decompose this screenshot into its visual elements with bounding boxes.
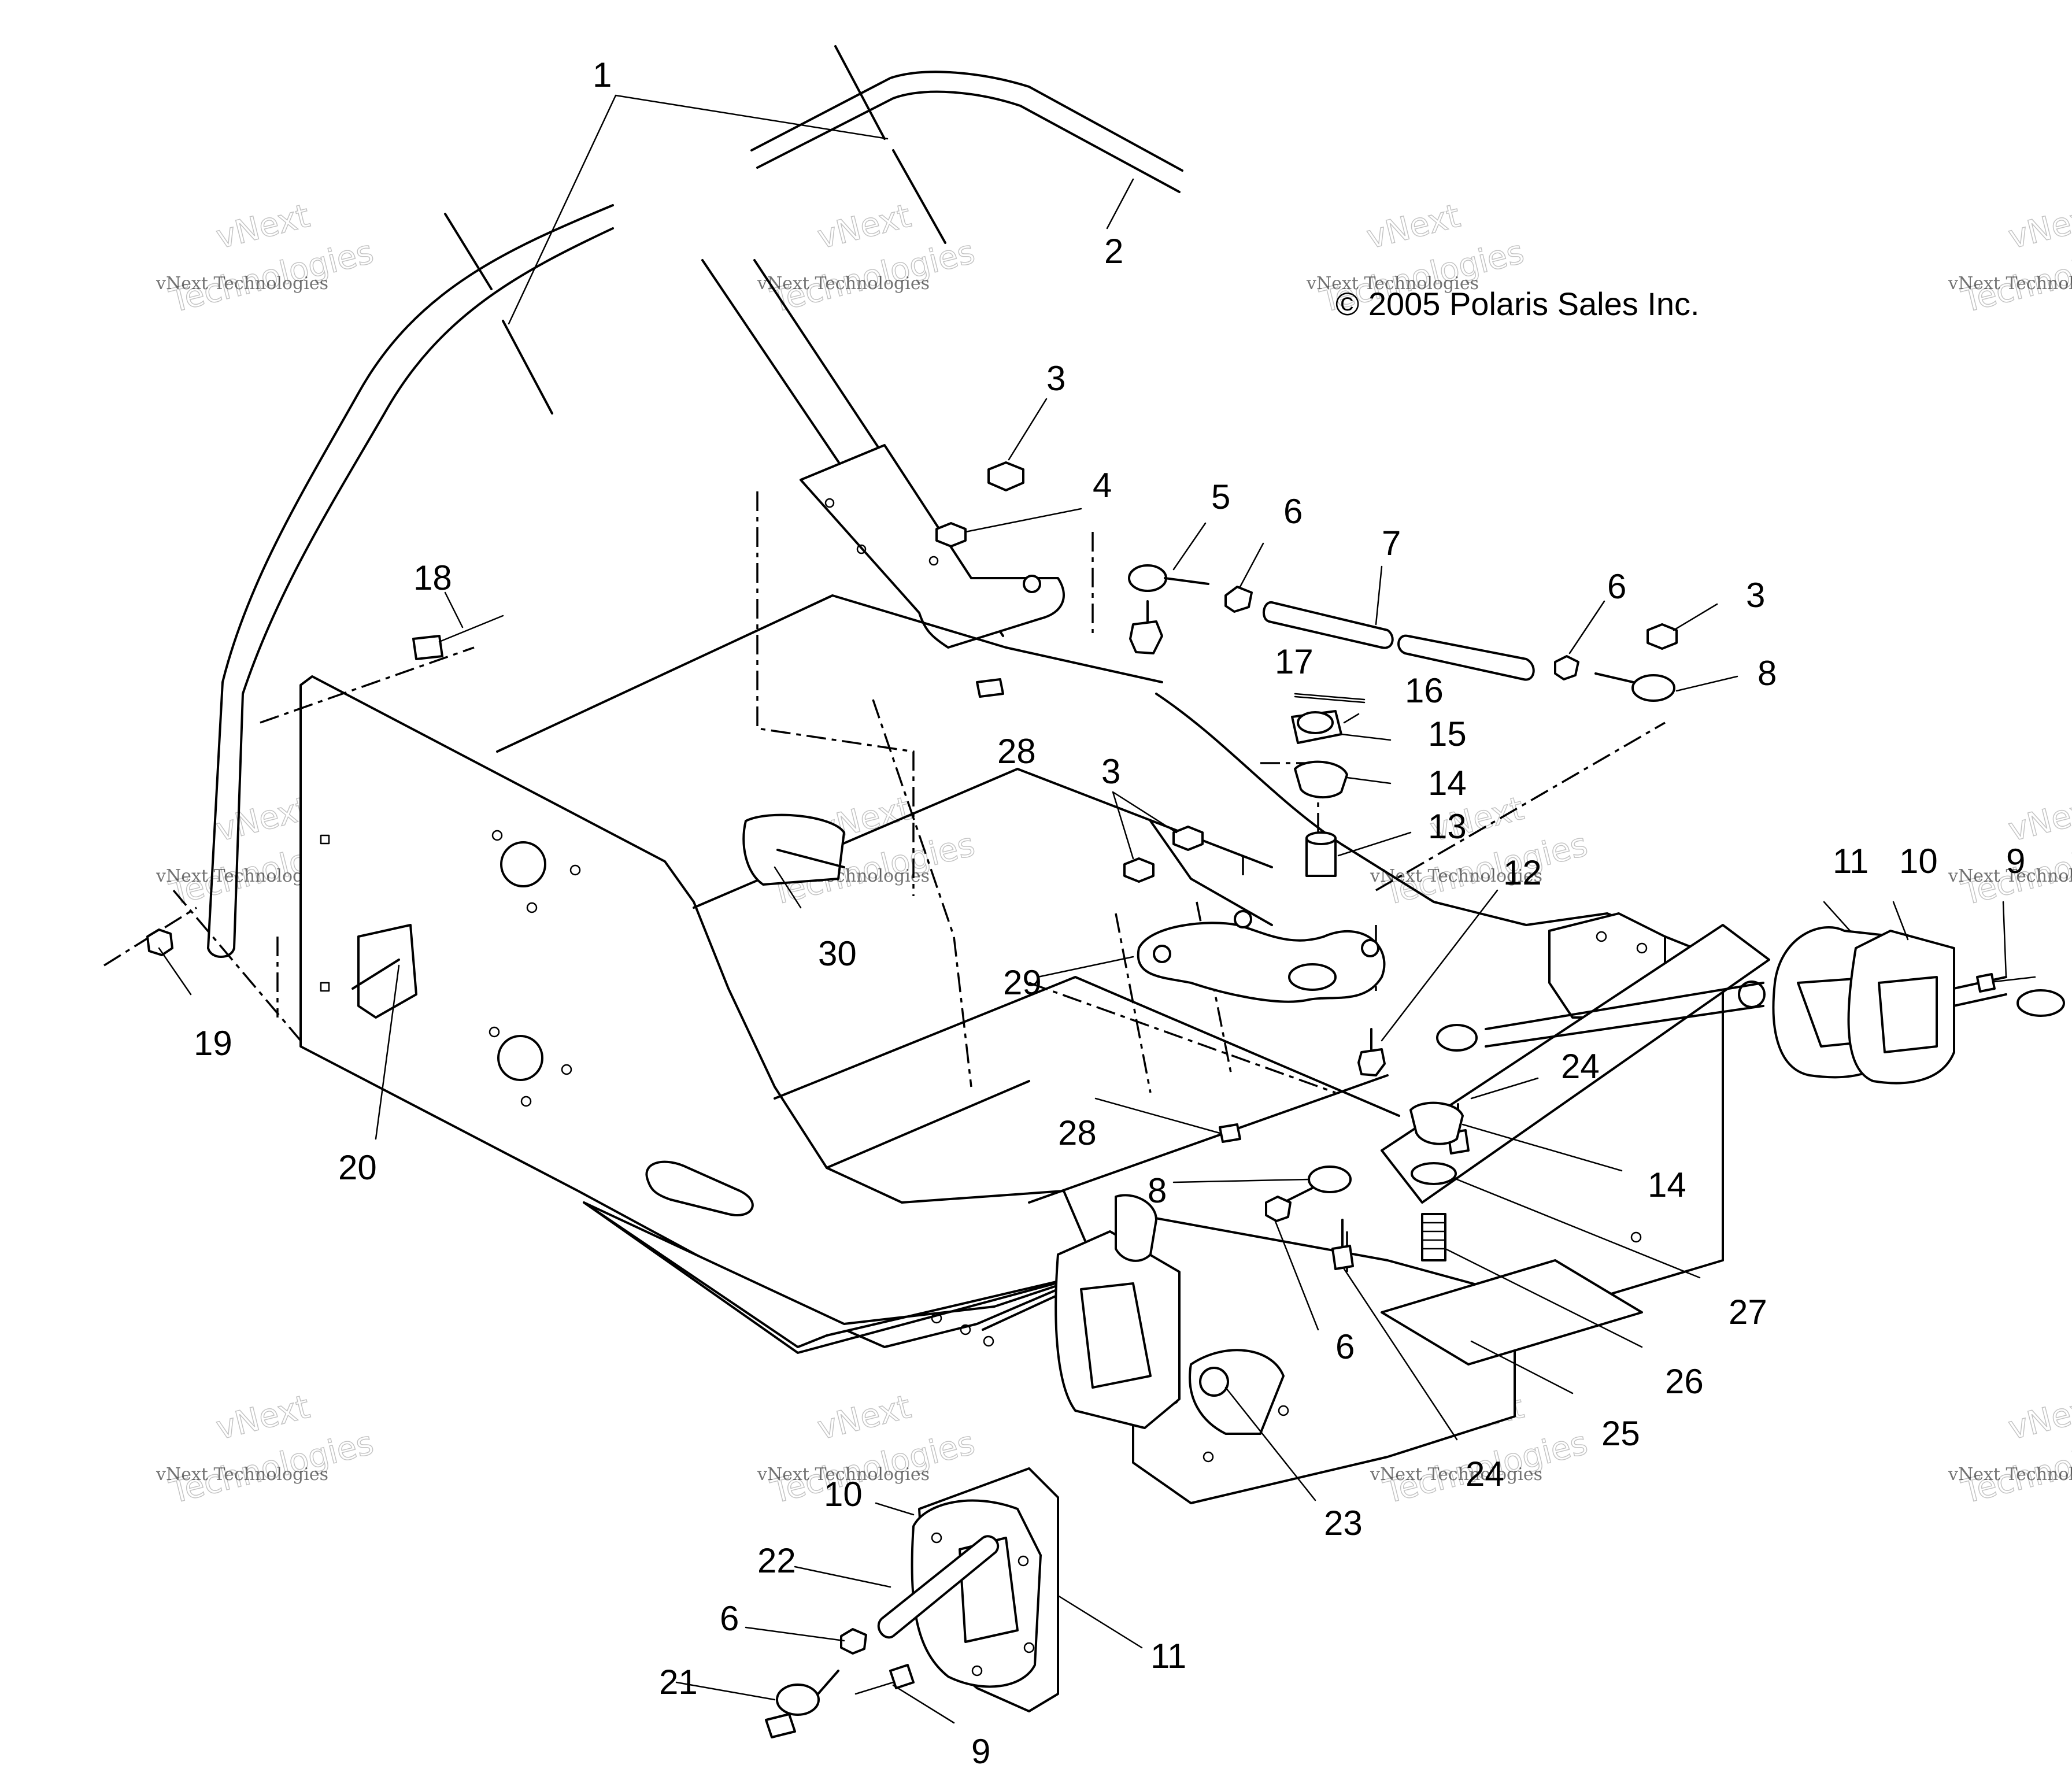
callout-21: 21 (659, 1663, 698, 1701)
watermark-line: vNext Technologies (1306, 273, 1479, 294)
watermark-vnext: vNext (814, 197, 915, 257)
callout-24: 24 (1466, 1455, 1504, 1493)
callout-10: 10 (1899, 842, 1938, 880)
watermark-line: vNext Technologies (757, 273, 930, 294)
callout-3: 3 (1046, 359, 1065, 398)
pitman-arm (1137, 910, 1386, 1003)
leader-lines (158, 94, 2007, 1724)
callout-8: 8 (1148, 1171, 1167, 1210)
callout-26: 26 (1665, 1362, 1704, 1401)
callout-9: 9 (971, 1732, 990, 1771)
steering-column (701, 259, 1065, 649)
callout-14: 14 (1428, 764, 1467, 802)
callout-17: 17 (1275, 642, 1314, 681)
watermark-line: vNext Technologies (156, 1464, 328, 1485)
callout-11: 11 (1150, 1637, 1186, 1675)
callout-14: 14 (1648, 1166, 1686, 1204)
callout-5: 5 (1211, 478, 1230, 516)
callout-22: 22 (757, 1541, 796, 1580)
callout-20: 20 (338, 1148, 377, 1187)
callout-24: 24 (1561, 1047, 1600, 1086)
watermark-line: vNext Technologies (1948, 1464, 2072, 1485)
watermark-vnext: vNext (213, 790, 313, 849)
watermark-vnext: vNext (814, 1388, 915, 1448)
callout-1: 1 (593, 56, 612, 94)
callout-2: 2 (1104, 232, 1123, 271)
watermark-vnext: vNext (213, 197, 313, 257)
callout-16: 16 (1405, 671, 1444, 710)
callout-18: 18 (413, 558, 452, 597)
right-brackets (1772, 926, 1955, 1085)
callout-28: 28 (997, 732, 1036, 771)
watermark-line: vNext Technologies (1948, 273, 2072, 294)
handlebar-left (207, 204, 614, 958)
callout-8: 8 (1758, 654, 1777, 693)
callout-15: 15 (1428, 715, 1467, 753)
callout-6: 6 (1335, 1327, 1355, 1366)
watermark-vnext: vNext (1363, 197, 1464, 257)
callout-4: 4 (1093, 466, 1112, 505)
small-parts (146, 461, 2036, 1738)
callout-29: 29 (1003, 963, 1042, 1002)
callout-25: 25 (1601, 1414, 1640, 1453)
callout-30: 30 (818, 934, 857, 973)
watermark-line: vNext Technologies (156, 273, 328, 294)
watermark-vnext: vNext (2005, 790, 2072, 849)
callout-10: 10 (824, 1475, 863, 1514)
callout-23: 23 (1324, 1504, 1363, 1542)
callout-6: 6 (1607, 567, 1626, 606)
watermark-line: vNext Technologies (757, 1464, 930, 1485)
copyright-text: © 2005 Polaris Sales Inc. (1335, 286, 1700, 322)
callout-3: 3 (1101, 752, 1120, 791)
watermark-line: vNext Technologies (1370, 1464, 1542, 1485)
callout-28: 28 (1058, 1113, 1097, 1152)
callout-27: 27 (1729, 1293, 1767, 1331)
callout-13: 13 (1428, 807, 1467, 846)
callout-6: 6 (1283, 492, 1303, 531)
grip-tapes (444, 45, 946, 415)
frame-body (299, 594, 1770, 1504)
callout-3: 3 (1746, 576, 1765, 615)
callout-12: 12 (1503, 853, 1542, 892)
watermark-vnext: vNext (2005, 197, 2072, 257)
handlebar-right (750, 71, 1183, 193)
callout-11: 11 (1833, 842, 1868, 880)
watermark-vnext: vNext (213, 1388, 313, 1448)
watermark-line: vNext Technologies (1948, 866, 2072, 886)
callout-9: 9 (2006, 842, 2025, 880)
callout-19: 19 (194, 1024, 232, 1063)
lower-brackets (911, 1467, 1059, 1712)
watermark-vnext: vNext (2005, 1388, 2072, 1448)
callout-6: 6 (720, 1599, 739, 1638)
callout-7: 7 (1382, 524, 1401, 563)
